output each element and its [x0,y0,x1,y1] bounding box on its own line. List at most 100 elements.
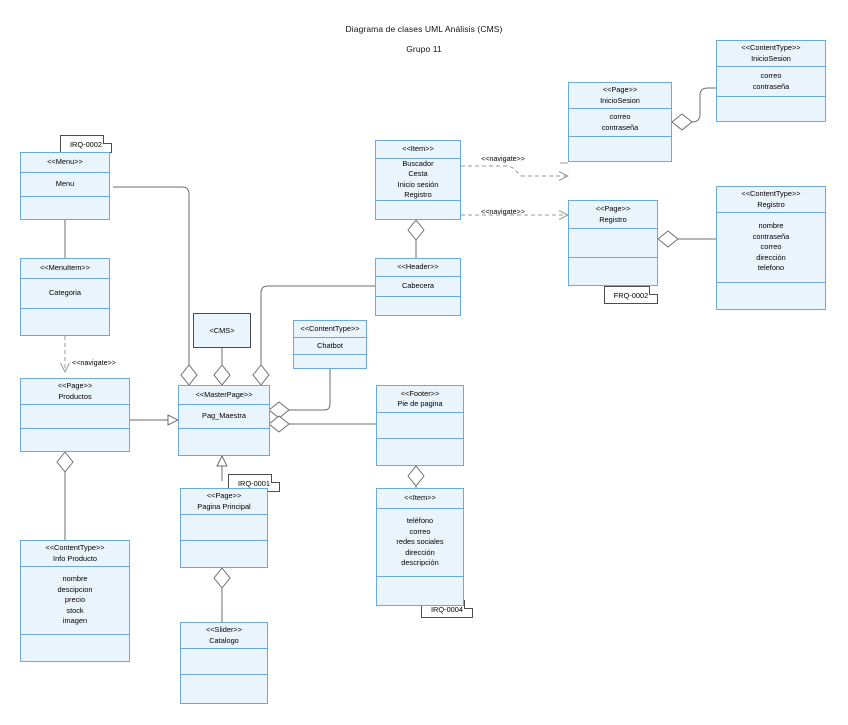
class-ops-compartment [569,137,671,163]
class-ops-compartment [21,429,129,453]
class-name: Cabecera [401,281,435,291]
class-name: Pagina Principal [197,501,251,511]
class-menuitem[interactable]: <<MenuItem>> Categoria [20,258,110,336]
class-ops-compartment [377,577,463,607]
class-attrs-compartment: correo contraseña [569,109,671,137]
class-contenttype-registro[interactable]: <<ContentType>> Registro nombre contrase… [716,186,826,310]
class-ops-compartment [569,258,657,287]
class-ops-compartment [181,541,267,569]
class-header: <<MenuItem>> [21,259,109,279]
class-header: <<Header>> [376,259,460,277]
class-attrs-compartment [181,515,267,541]
class-ops-compartment [21,197,109,221]
class-ops-compartment [717,97,825,123]
note-fold-corner [271,474,280,483]
attribute: Inicio sesión [397,179,439,189]
class-name: Productos [58,391,92,401]
note-label: IRQ-0004 [430,604,464,614]
class-attrs-compartment [569,229,657,258]
attribute: nombre [62,574,88,584]
attribute: correo [760,242,782,252]
attribute: descripción [401,558,439,568]
attribute: contraseña [601,122,639,132]
class-header: <<Footer>> Pie de pagina [377,386,463,413]
page-subtitle: Grupo 11 [406,44,442,54]
class-name: Categoria [48,288,82,298]
class-pagina-principal[interactable]: <<Page>> Pagina Principal [180,488,268,568]
class-attrs-compartment: correo contraseña [717,67,825,97]
class-name-compartment: Menu [21,173,109,197]
attribute: dirección [405,547,435,557]
class-name: Registro [599,214,627,224]
class-item-header[interactable]: <<Item>> Buscador Cesta Inicio sesión Re… [375,140,461,220]
class-name: Pag_Maestra [202,411,246,421]
note-fold-corner [649,286,658,295]
stereotype: <<Page>> [206,491,242,501]
attribute: correo [409,526,431,536]
class-ops-compartment [21,635,129,663]
class-attrs-compartment [181,649,267,675]
attribute: Cesta [408,169,428,179]
note-fold-corner [103,135,112,144]
class-name-compartment: Categoria [21,279,109,309]
class-name-compartment: Chatbot [294,338,366,355]
class-header: <<ContentType>> InicioSesion [717,41,825,67]
class-name: Pie de pagina [397,399,443,408]
class-productos[interactable]: <<Page>> Productos [20,378,130,452]
class-ops-compartment [377,439,463,467]
class-info-producto[interactable]: <<ContentType>> Info Producto nombre des… [20,540,130,662]
class-header: <<MasterPage>> [179,386,269,405]
attribute: dirección [756,252,786,262]
note-label: IRQ-0001 [237,478,271,488]
class-name-compartment: Pag_Maestra [179,405,269,429]
class-header: <<Slider>> Catalogo [181,623,267,649]
class-cms[interactable]: <CMS> [193,313,251,348]
stereotype: <<ContentType>> [300,323,360,333]
note-fold-corner [464,600,473,609]
class-footer[interactable]: <<Footer>> Pie de pagina [376,385,464,466]
stereotype: <<Footer>> [400,388,440,398]
class-page-iniciosesion[interactable]: <<Page>> InicioSesion correo contraseña [568,82,672,162]
class-slider[interactable]: <<Slider>> Catalogo [180,622,268,704]
edge-label-navigate-registro: <<navigate>> [481,207,525,216]
class-page-registro[interactable]: <<Page>> Registro [568,200,658,286]
class-header: <<Page>> Registro [569,201,657,229]
class-menu[interactable]: <<Menu>> Menu [20,152,110,220]
stereotype: <<Header>> [397,262,439,272]
class-attrs-compartment: teléfono correo redes sociales dirección… [377,509,463,577]
attribute: precio [64,595,86,605]
class-attrs-compartment: nombre descipcion precio stock imagen [21,567,129,635]
attribute: descipcion [57,584,93,594]
class-chatbot[interactable]: <<ContentType>> Chatbot [293,320,367,369]
class-name-compartment: Cabecera [376,277,460,297]
class-ops-compartment [294,355,366,370]
class-header: <<Item>> [377,489,463,509]
class-item-footer[interactable]: <<Item>> teléfono correo redes sociales … [376,488,464,606]
class-name: InicioSesion [600,95,640,105]
edge-label-navigate-iniciosesion: <<navigate>> [481,154,525,163]
class-ops-compartment [21,309,109,337]
attribute: nombre [758,221,784,231]
class-ops-compartment [376,201,460,221]
class-header: <<Page>> Pagina Principal [181,489,267,515]
class-header-cabecera[interactable]: <<Header>> Cabecera [375,258,461,316]
class-header: <<Page>> InicioSesion [569,83,671,109]
page-title: Diagrama de clases UML Análisis (CMS) [345,24,503,34]
class-ops-compartment [717,283,825,311]
class-masterpage[interactable]: <<MasterPage>> Pag_Maestra [178,385,270,456]
class-ops-compartment [181,675,267,705]
stereotype: <<ContentType>> [45,543,105,553]
class-name: Info Producto [53,553,97,563]
class-name: Registro [757,199,785,209]
attribute: stock [66,605,84,615]
attribute: redes sociales [396,537,444,547]
stereotype: <<ContentType>> [741,43,801,53]
stereotype: <<Page>> [57,381,93,391]
class-header: <<ContentType>> Info Producto [21,541,129,567]
class-contenttype-iniciosesion[interactable]: <<ContentType>> InicioSesion correo cont… [716,40,826,122]
class-name: Chatbot [317,340,343,350]
class-header: <<Page>> Productos [21,379,129,405]
class-attrs-compartment: Buscador Cesta Inicio sesión Registro [376,159,460,201]
attribute: correo [760,71,782,81]
